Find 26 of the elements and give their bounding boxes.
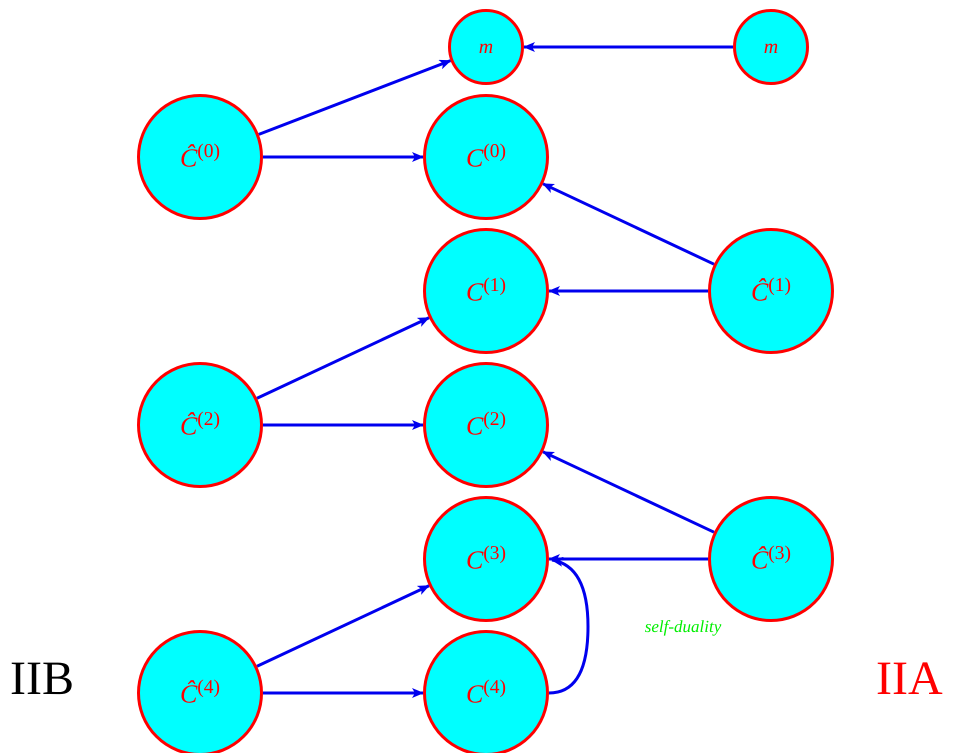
arrow xyxy=(548,558,590,694)
arrow xyxy=(542,450,715,534)
node-label: C$^{(2)}$ xyxy=(466,410,506,440)
arrow xyxy=(263,688,424,698)
node-label: Ĉ$^{(0)}$ xyxy=(180,142,220,172)
arrow xyxy=(263,152,424,162)
node-label: C$^{(1)}$ xyxy=(466,276,506,306)
node-label: C$^{(4)}$ xyxy=(466,678,506,708)
node-label: C$^{(3)}$ xyxy=(466,544,506,574)
node-label: Ĉ$^{(1)}$ xyxy=(750,276,792,306)
arrow xyxy=(523,42,733,52)
arrow xyxy=(548,286,708,296)
arrow xyxy=(256,584,430,668)
side-label: IIA xyxy=(876,655,943,703)
edge-label: self-duality xyxy=(644,617,722,637)
arrow xyxy=(258,59,452,136)
node-label: Ĉ$^{(3)}$ xyxy=(750,544,792,574)
node-label: m xyxy=(478,37,494,57)
node-label: Ĉ$^{(2)}$ xyxy=(180,410,220,440)
arrow xyxy=(542,182,715,266)
arrow xyxy=(256,316,430,400)
node-label: Ĉ$^{(4)}$ xyxy=(180,678,220,708)
arrow xyxy=(263,420,424,430)
node-label: C$^{(0)}$ xyxy=(466,142,506,172)
node-label: m xyxy=(764,37,778,57)
side-label: IIB xyxy=(10,655,74,703)
